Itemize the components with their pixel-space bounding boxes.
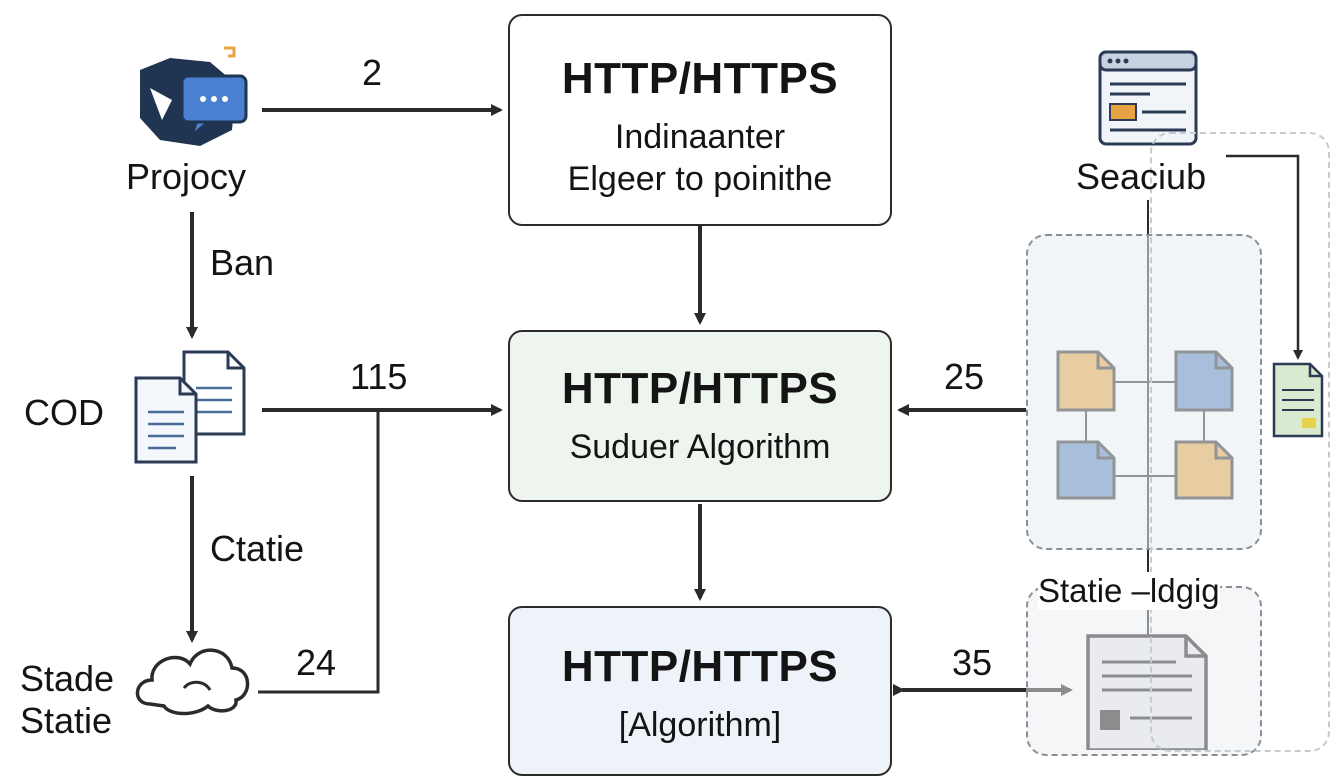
box-bottom: HTTP/HTTPS [Algorithm] <box>508 606 892 776</box>
box-middle-line1: Suduer Algorithm <box>569 428 831 466</box>
box-bottom-line1: [Algorithm] <box>618 706 782 744</box>
node-label-seaciub: Seaciub <box>1076 156 1207 197</box>
box-top-line2: Elgeer to poinithe <box>567 160 833 198</box>
edge-label-ban: Ban <box>210 242 275 283</box>
document-stack-icon <box>134 350 246 464</box>
node-label-cod: COD <box>24 392 104 433</box>
edge-label-25: 25 <box>944 356 985 397</box>
chat-bubble-icon <box>140 46 248 146</box>
dashed-region-outer <box>1150 132 1330 752</box>
edge-label-115: 115 <box>350 356 408 397</box>
box-top-line1: Indinaanter <box>614 118 786 156</box>
node-label-statie-ldgig: Statie –ldgig <box>1038 572 1220 610</box>
box-top-title: HTTP/HTTPS <box>561 54 839 103</box>
node-label-projocy: Projocy <box>126 156 247 197</box>
browser-window-icon <box>1098 50 1198 146</box>
node-label-statie: Statie <box>20 700 113 741</box>
edge-cloud-joint <box>258 410 380 694</box>
edge-label-35: 35 <box>952 642 993 683</box>
node-label-stade: Stade <box>20 658 115 699</box>
cloud-icon <box>135 648 250 716</box>
edge-label-24: 24 <box>296 642 337 683</box>
edge-label-ctatie: Ctatie <box>210 528 305 569</box>
edge-seaciub-green <box>1226 154 1303 360</box>
box-middle-title: HTTP/HTTPS <box>561 364 839 413</box>
edge-label-2: 2 <box>362 52 383 93</box>
box-top: HTTP/HTTPS Indinaanter Elgeer to poinith… <box>508 14 892 226</box>
box-middle: HTTP/HTTPS Suduer Algorithm <box>508 330 892 502</box>
box-bottom-title: HTTP/HTTPS <box>561 642 839 691</box>
dashed-region-upper <box>1026 234 1262 550</box>
small-green-document-icon <box>1272 362 1324 438</box>
